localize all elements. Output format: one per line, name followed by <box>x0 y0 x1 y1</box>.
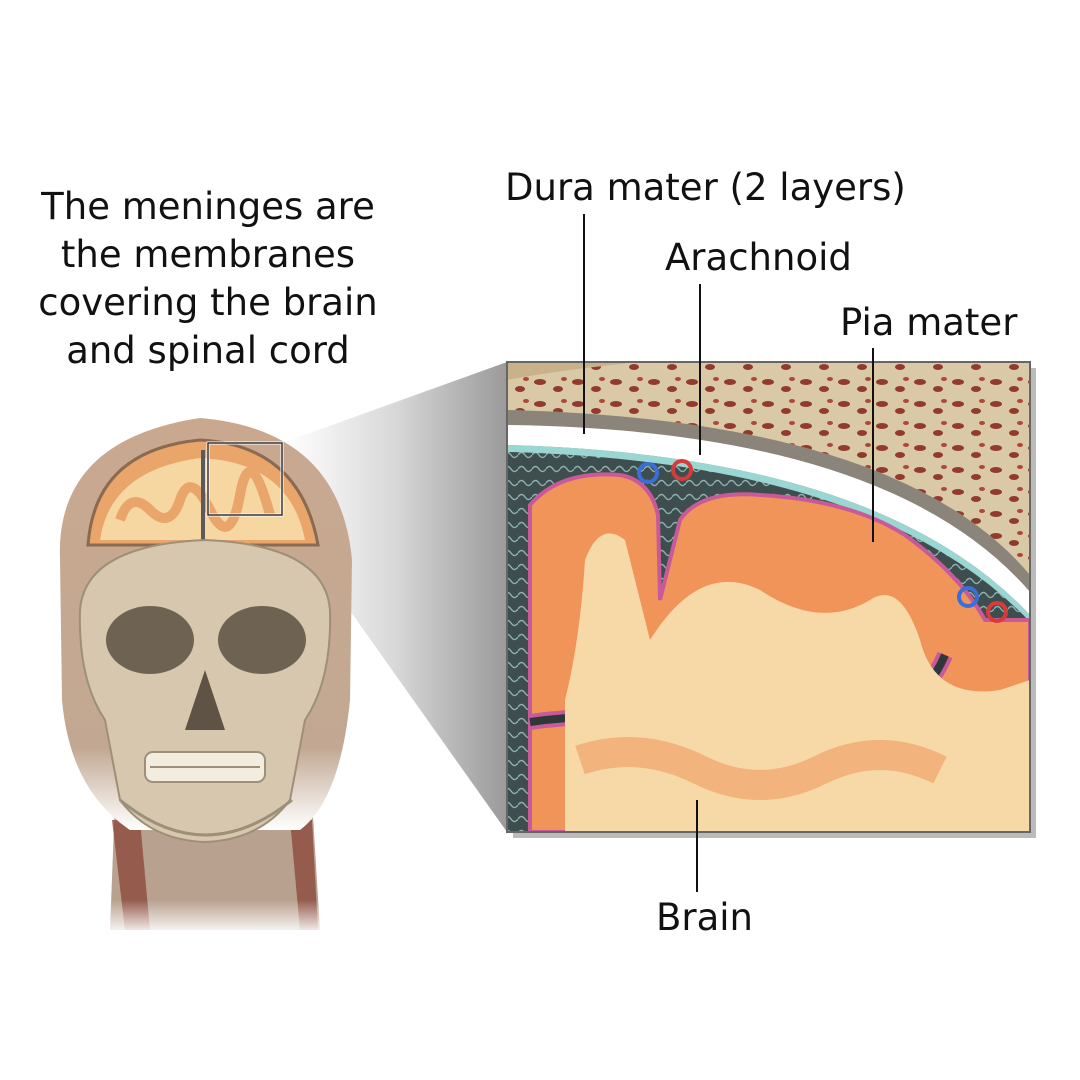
nasal-cavity <box>185 670 225 730</box>
label-arachnoid: Arachnoid <box>665 236 852 279</box>
intro-line: and spinal cord <box>66 329 350 372</box>
left-orbit <box>106 606 194 674</box>
artery <box>671 459 693 481</box>
artery <box>986 601 1008 623</box>
vein <box>957 586 979 608</box>
cross-section-panel <box>507 362 1030 832</box>
intro-text: The meninges are the membranes covering … <box>18 183 398 375</box>
label-dura-mater: Dura mater (2 layers) <box>505 166 906 209</box>
intro-line: covering the brain <box>38 281 378 324</box>
label-brain: Brain <box>656 896 753 939</box>
intro-line: the membranes <box>60 233 356 276</box>
dura-layer <box>507 425 1030 615</box>
label-pia-mater: Pia mater <box>840 301 1018 344</box>
vein <box>637 462 659 484</box>
skull-illustration <box>59 418 352 935</box>
intro-line: The meninges are <box>41 185 375 228</box>
right-orbit <box>218 606 306 674</box>
zoom-cone <box>282 362 507 832</box>
